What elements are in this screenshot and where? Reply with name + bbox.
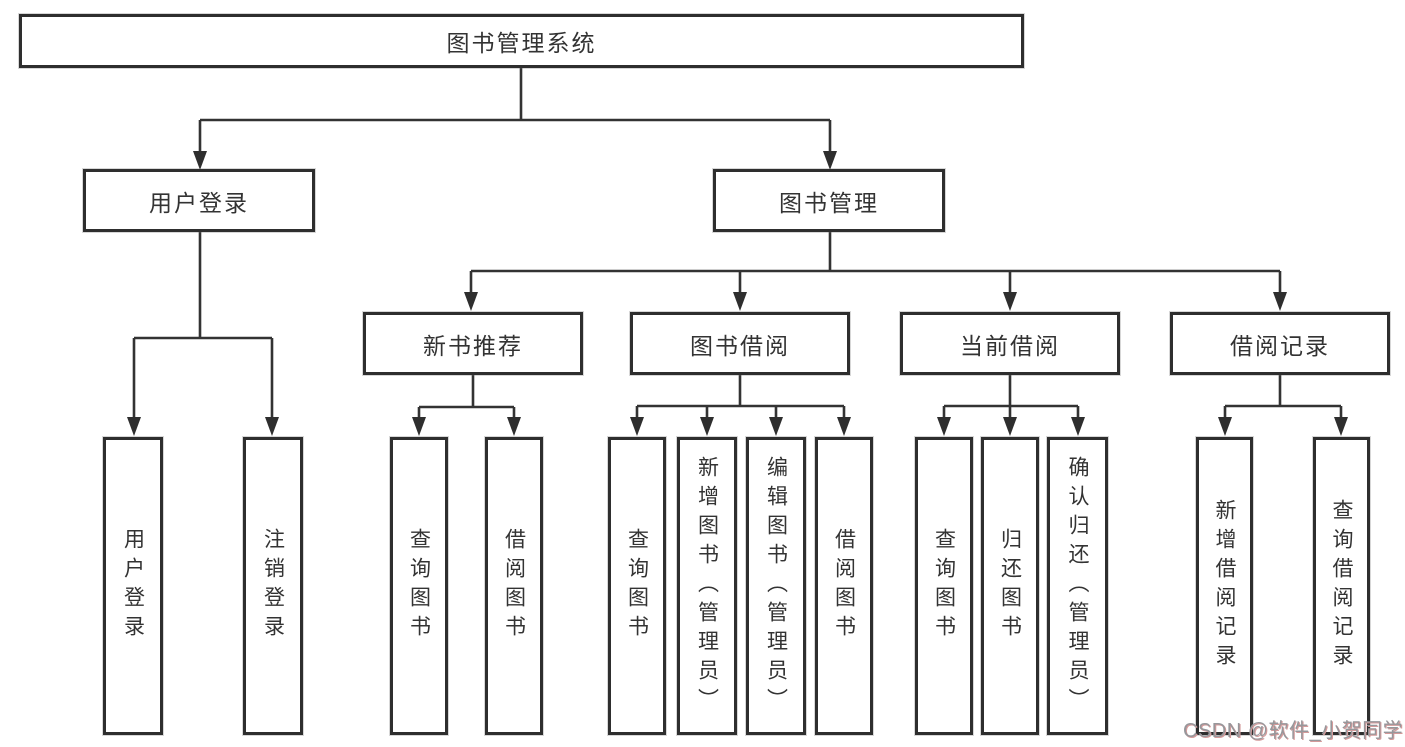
arrow-down-icon — [1071, 417, 1085, 436]
node-label: 新增图书（管理员） — [695, 455, 719, 717]
node-current-borrowing: 当前借阅 — [900, 312, 1120, 375]
node-root-system: 图书管理系统 — [19, 14, 1024, 68]
leaf-query-books-borrow: 查询图书 — [608, 437, 666, 735]
node-label: 查询借阅记录 — [1330, 499, 1353, 673]
arrowheads — [127, 151, 1348, 436]
leaf-query-books-current: 查询图书 — [915, 437, 973, 735]
node-label: 图书管理 — [779, 189, 879, 216]
node-label: 借阅记录 — [1230, 332, 1330, 359]
node-label: 归还图书 — [998, 528, 1022, 644]
arrow-down-icon — [464, 292, 478, 311]
node-new-book-recommend: 新书推荐 — [363, 312, 583, 375]
node-label: 用户登录 — [149, 189, 249, 216]
arrow-down-icon — [1003, 292, 1017, 311]
connector-login-to-leaves — [132, 230, 274, 420]
leaf-return-books: 归还图书 — [981, 437, 1039, 735]
node-borrowing-records: 借阅记录 — [1170, 312, 1390, 375]
leaf-query-books-newrec: 查询图书 — [390, 437, 448, 735]
connector-newrec-to-leaves — [417, 373, 516, 421]
node-label: 编辑图书（管理员） — [764, 455, 788, 717]
node-label: 当前借阅 — [960, 332, 1060, 359]
arrow-down-icon — [1273, 292, 1287, 311]
leaf-add-books-admin: 新增图书（管理员） — [677, 437, 737, 735]
arrow-down-icon — [1003, 417, 1017, 436]
node-label: 确认归还（管理员） — [1066, 455, 1089, 717]
leaf-user-login: 用户登录 — [103, 437, 163, 735]
node-user-login-branch: 用户登录 — [83, 169, 315, 232]
node-book-management-branch: 图书管理 — [713, 169, 945, 232]
node-label: 用户登录 — [121, 528, 145, 644]
csdn-watermark: CSDN @软件_小贺同学 — [1183, 720, 1404, 742]
arrow-down-icon — [412, 417, 426, 436]
arrow-down-icon — [127, 417, 141, 436]
node-label: 图书借阅 — [690, 332, 790, 359]
arrow-down-icon — [700, 417, 714, 436]
arrow-down-icon — [837, 417, 851, 436]
arrow-down-icon — [630, 417, 644, 436]
node-label: 新增借阅记录 — [1213, 499, 1236, 673]
arrow-down-icon — [265, 417, 279, 436]
node-label: 借阅图书 — [502, 528, 526, 644]
node-label: 查询图书 — [625, 528, 649, 644]
leaf-borrow-books: 借阅图书 — [815, 437, 873, 735]
leaf-borrow-books-newrec: 借阅图书 — [485, 437, 543, 735]
connector-root-to-level2 — [198, 66, 832, 154]
leaf-edit-books-admin: 编辑图书（管理员） — [746, 437, 806, 735]
arrow-down-icon — [823, 151, 837, 170]
arrow-down-icon — [1334, 417, 1348, 436]
connector-mgmt-to-level3 — [469, 230, 1282, 296]
node-label: 借阅图书 — [832, 528, 856, 644]
arrow-down-icon — [769, 417, 783, 436]
node-label: 注销登录 — [261, 528, 285, 644]
node-book-borrowing: 图书借阅 — [630, 312, 850, 375]
arrow-down-icon — [1218, 417, 1232, 436]
arrow-down-icon — [193, 151, 207, 170]
leaf-confirm-return-admin: 确认归还（管理员） — [1047, 437, 1108, 735]
connector-borrow-to-leaves — [635, 373, 846, 421]
node-label: 查询图书 — [932, 528, 956, 644]
node-label: 查询图书 — [407, 528, 431, 644]
arrow-down-icon — [733, 292, 747, 311]
connector-records-to-leaves — [1223, 373, 1343, 421]
arrow-down-icon — [507, 417, 521, 436]
leaf-add-borrow-record: 新增借阅记录 — [1196, 437, 1253, 735]
node-label: 图书管理系统 — [446, 30, 597, 56]
arrow-down-icon — [937, 417, 951, 436]
leaf-query-borrow-record: 查询借阅记录 — [1313, 437, 1370, 735]
connector-current-to-leaves — [942, 373, 1080, 421]
leaf-logout: 注销登录 — [243, 437, 303, 735]
node-label: 新书推荐 — [423, 332, 523, 359]
